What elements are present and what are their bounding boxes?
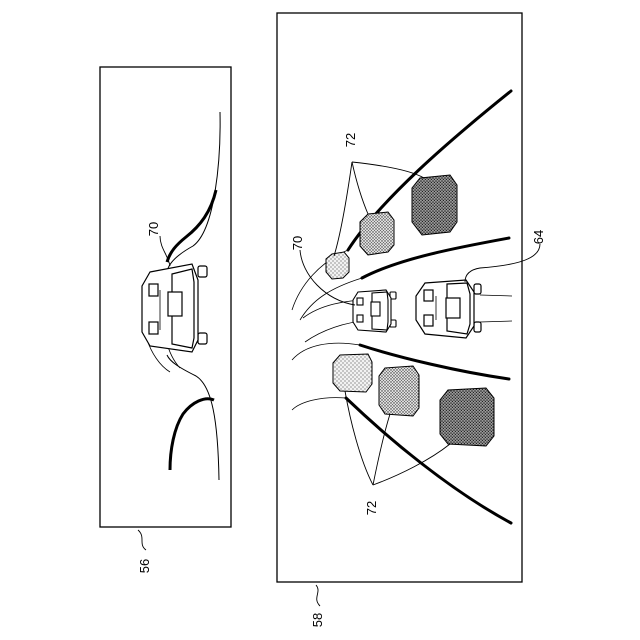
left-panel-leader xyxy=(138,530,146,550)
right-vehicle-70 xyxy=(353,290,396,332)
regions-72-top xyxy=(326,175,457,279)
right-vehicle-64 xyxy=(416,280,481,338)
right-vehicle-70-label: 70 xyxy=(290,236,305,250)
left-vehicle-leader xyxy=(160,236,170,266)
right-panel: 72 72 70 64 58 xyxy=(277,13,546,627)
region-top-medium xyxy=(360,212,394,255)
label-72-top: 72 xyxy=(343,133,358,147)
left-panel: 70 56 xyxy=(100,67,231,573)
right-panel-label: 58 xyxy=(310,613,325,627)
left-vehicle-70 xyxy=(142,264,207,352)
region-bottom-medium xyxy=(379,366,419,416)
label-72-bottom: 72 xyxy=(364,501,379,515)
right-vehicle-64-label: 64 xyxy=(531,230,546,244)
right-vehicle-64-leader xyxy=(465,244,540,282)
region-top-dark xyxy=(412,175,457,235)
regions-72-bottom xyxy=(333,354,494,446)
left-panel-label: 56 xyxy=(137,559,152,573)
region-top-light xyxy=(326,252,349,279)
right-panel-frame xyxy=(277,13,522,582)
right-panel-leader xyxy=(316,585,320,606)
region-bottom-dark xyxy=(440,388,494,446)
left-vehicle-label: 70 xyxy=(146,222,161,236)
region-bottom-light xyxy=(333,354,372,392)
